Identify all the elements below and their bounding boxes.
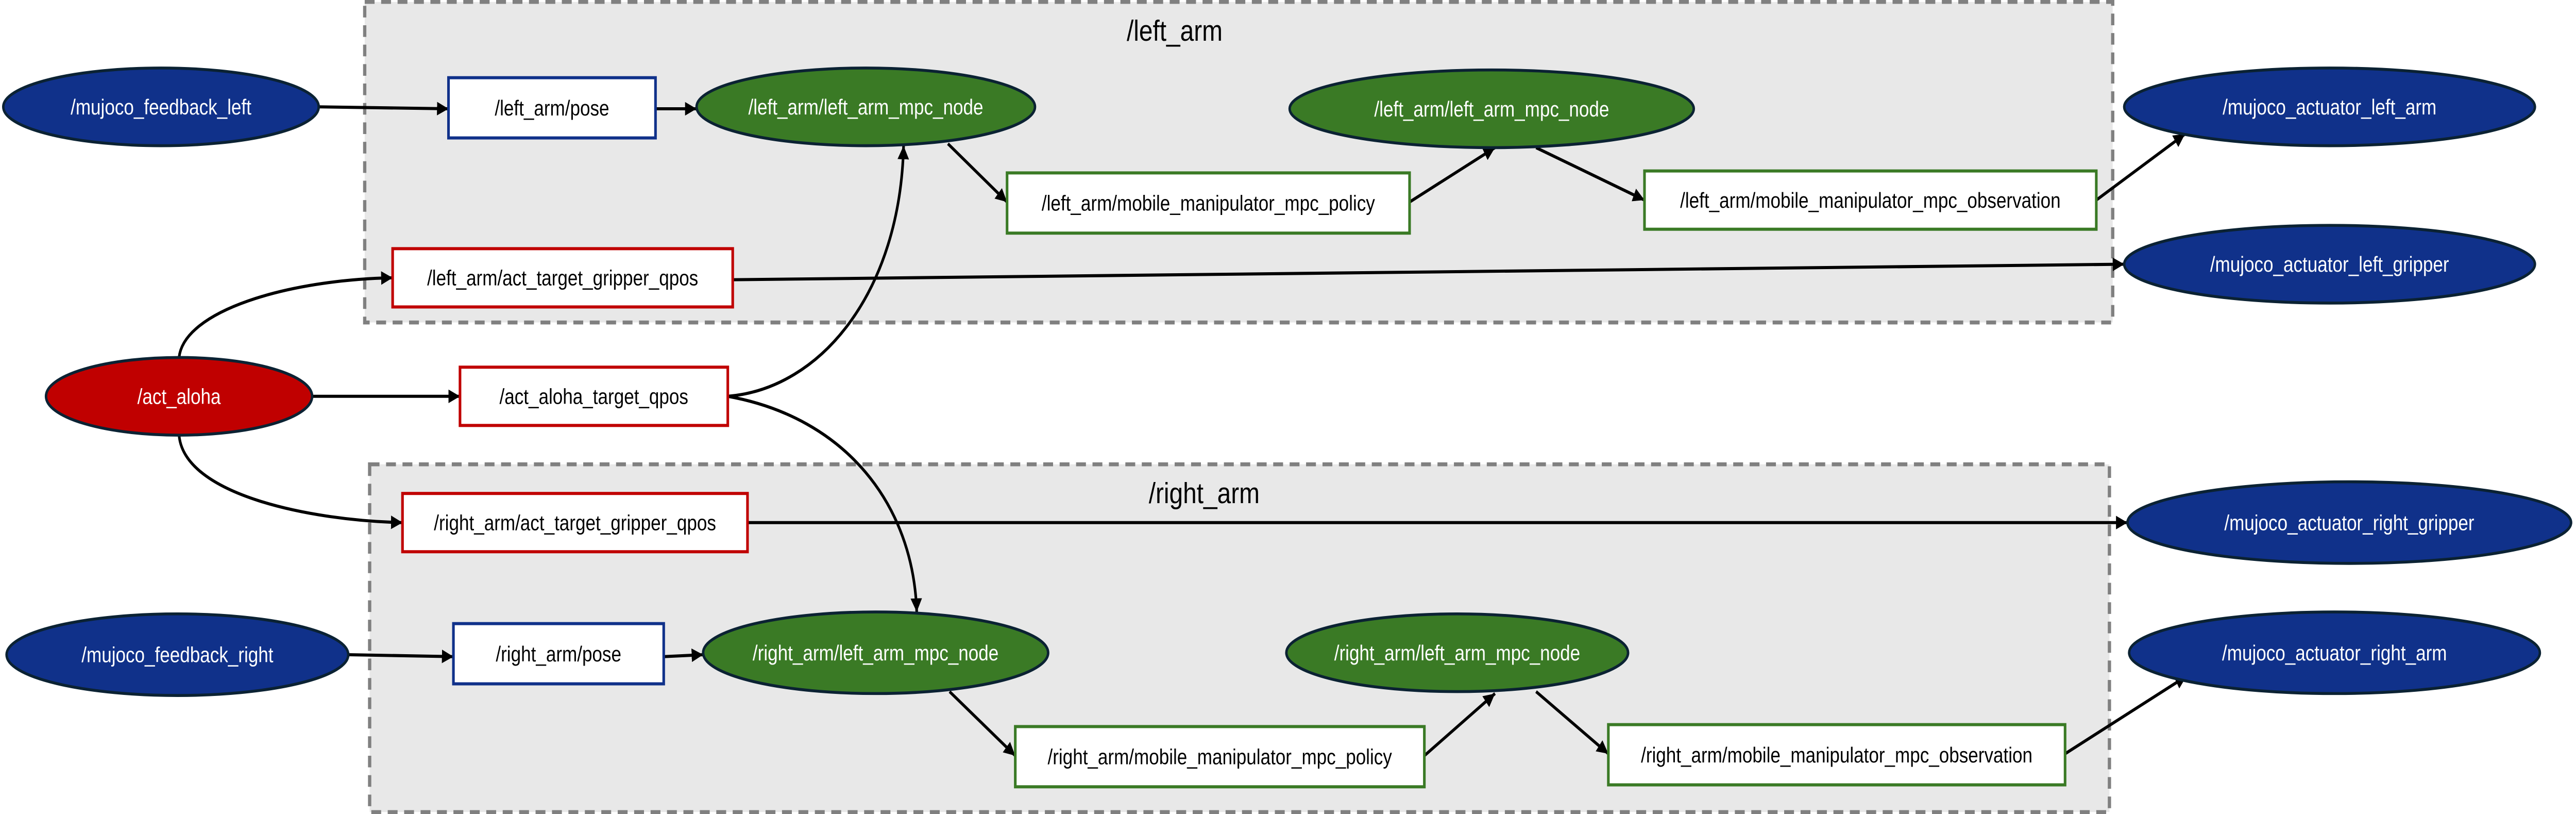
node-l_grip[interactable]: /left_arm/act_target_gripper_qpos [391, 247, 734, 309]
node-act_right_grip[interactable]: /mujoco_actuator_right_gripper [2126, 480, 2572, 565]
node-ellipse [1285, 612, 1630, 693]
node-label: /left_arm/mobile_manipulator_mpc_observa… [1680, 189, 2061, 212]
node-label: /right_arm/left_arm_mpc_node [1334, 641, 1580, 665]
node-fb_right[interactable]: /mujoco_feedback_right [5, 612, 350, 697]
edge-l_mpc1-to-l_policy [947, 142, 1008, 204]
edge-fb_left-to-l_pose [318, 102, 449, 115]
node-ellipse [1288, 68, 1696, 149]
edge-aloha_qpos-to-l_mpc1 [727, 145, 909, 398]
node-label: /mujoco_feedback_left [71, 95, 251, 119]
node-box [391, 247, 734, 309]
node-ellipse [5, 612, 350, 697]
cluster-label: /right_arm [1149, 477, 1260, 510]
node-r_mpc2[interactable]: /right_arm/left_arm_mpc_node [1285, 612, 1630, 693]
cluster-label: /left_arm [1127, 15, 1223, 47]
edge-r_mpc1-to-r_policy [948, 690, 1016, 757]
node-l_pose[interactable]: /left_arm/pose [447, 76, 657, 140]
node-r_policy[interactable]: /right_arm/mobile_manipulator_mpc_policy [1014, 725, 1426, 789]
node-ellipse [2126, 480, 2572, 565]
node-label: /right_arm/act_target_gripper_qpos [434, 511, 716, 535]
node-act_aloha[interactable]: /act_aloha [44, 356, 314, 437]
edge-l_grip-to-act_left_grip [733, 257, 2125, 281]
node-box [1014, 725, 1426, 789]
node-act_left_arm[interactable]: /mujoco_actuator_left_arm [2123, 67, 2536, 147]
edge-l_policy-to-l_mpc2 [1409, 146, 1496, 204]
edge-act_aloha-to-l_grip [178, 271, 393, 358]
node-l_obs[interactable]: /left_arm/mobile_manipulator_mpc_observa… [1643, 169, 2098, 231]
node-aloha_qpos[interactable]: /act_aloha_target_qpos [459, 366, 730, 427]
node-label: /mujoco_actuator_left_arm [2223, 95, 2436, 119]
node-l_policy[interactable]: /left_arm/mobile_manipulator_mpc_policy [1006, 171, 1411, 235]
node-box [1607, 723, 2066, 787]
node-label: /right_arm/pose [496, 642, 621, 666]
edge-act_aloha-to-r_grip [178, 435, 403, 529]
node-label: /left_arm/act_target_gripper_qpos [427, 267, 698, 290]
node-label: /act_aloha [138, 385, 221, 409]
node-ellipse [695, 67, 1037, 147]
node-ellipse [2128, 610, 2541, 695]
node-l_mpc1[interactable]: /left_arm/left_arm_mpc_node [695, 67, 1037, 147]
node-label: /right_arm/mobile_manipulator_mpc_policy [1048, 745, 1393, 769]
node-ellipse [44, 356, 314, 437]
node-r_pose[interactable]: /right_arm/pose [452, 622, 665, 686]
node-act_right_arm[interactable]: /mujoco_actuator_right_arm [2128, 610, 2541, 695]
node-label: /left_arm/left_arm_mpc_node [749, 95, 984, 119]
node-act_left_grip[interactable]: /mujoco_actuator_left_gripper [2123, 224, 2536, 305]
node-label: /mujoco_feedback_right [81, 643, 274, 667]
edge-r_pose-to-r_mpc1 [664, 648, 703, 662]
edge-l_mpc2-to-l_obs [1535, 146, 1645, 202]
node-l_mpc2[interactable]: /left_arm/left_arm_mpc_node [1288, 68, 1696, 149]
node-label: /left_arm/mobile_manipulator_mpc_policy [1042, 192, 1376, 215]
node-r_mpc1[interactable]: /right_arm/left_arm_mpc_node [702, 610, 1049, 695]
node-box [401, 492, 749, 554]
node-box [459, 366, 730, 427]
node-r_obs[interactable]: /right_arm/mobile_manipulator_mpc_observ… [1607, 723, 2066, 787]
edge-r_mpc2-to-r_obs [1535, 690, 1609, 755]
node-ellipse [2123, 224, 2536, 305]
node-label: /mujoco_actuator_right_arm [2222, 641, 2447, 665]
node-box [1643, 169, 2098, 231]
edge-r_obs-to-act_right_arm [2064, 674, 2188, 755]
node-label: /act_aloha_target_qpos [500, 385, 688, 409]
node-label: /right_arm/left_arm_mpc_node [753, 641, 998, 665]
node-label: /mujoco_actuator_right_gripper [2224, 511, 2474, 535]
node-label: /right_arm/mobile_manipulator_mpc_observ… [1641, 743, 2032, 767]
node-r_grip[interactable]: /right_arm/act_target_gripper_qpos [401, 492, 749, 554]
node-label: /mujoco_actuator_left_gripper [2210, 253, 2449, 277]
node-box [1006, 171, 1411, 235]
node-box [447, 76, 657, 140]
edge-r_policy-to-r_mpc2 [1423, 692, 1496, 757]
node-fb_left[interactable]: /mujoco_feedback_left [2, 67, 320, 147]
node-label: /left_arm/pose [495, 96, 609, 120]
edge-fb_right-to-r_pose [348, 650, 454, 663]
edge-l_obs-to-act_left_arm [2095, 132, 2186, 202]
node-box [452, 622, 665, 686]
edge-aloha_qpos-to-r_mpc1 [727, 394, 922, 612]
node-ellipse [2, 67, 320, 147]
node-ellipse [2123, 67, 2536, 147]
node-label: /left_arm/left_arm_mpc_node [1374, 97, 1609, 121]
node-ellipse [702, 610, 1049, 695]
